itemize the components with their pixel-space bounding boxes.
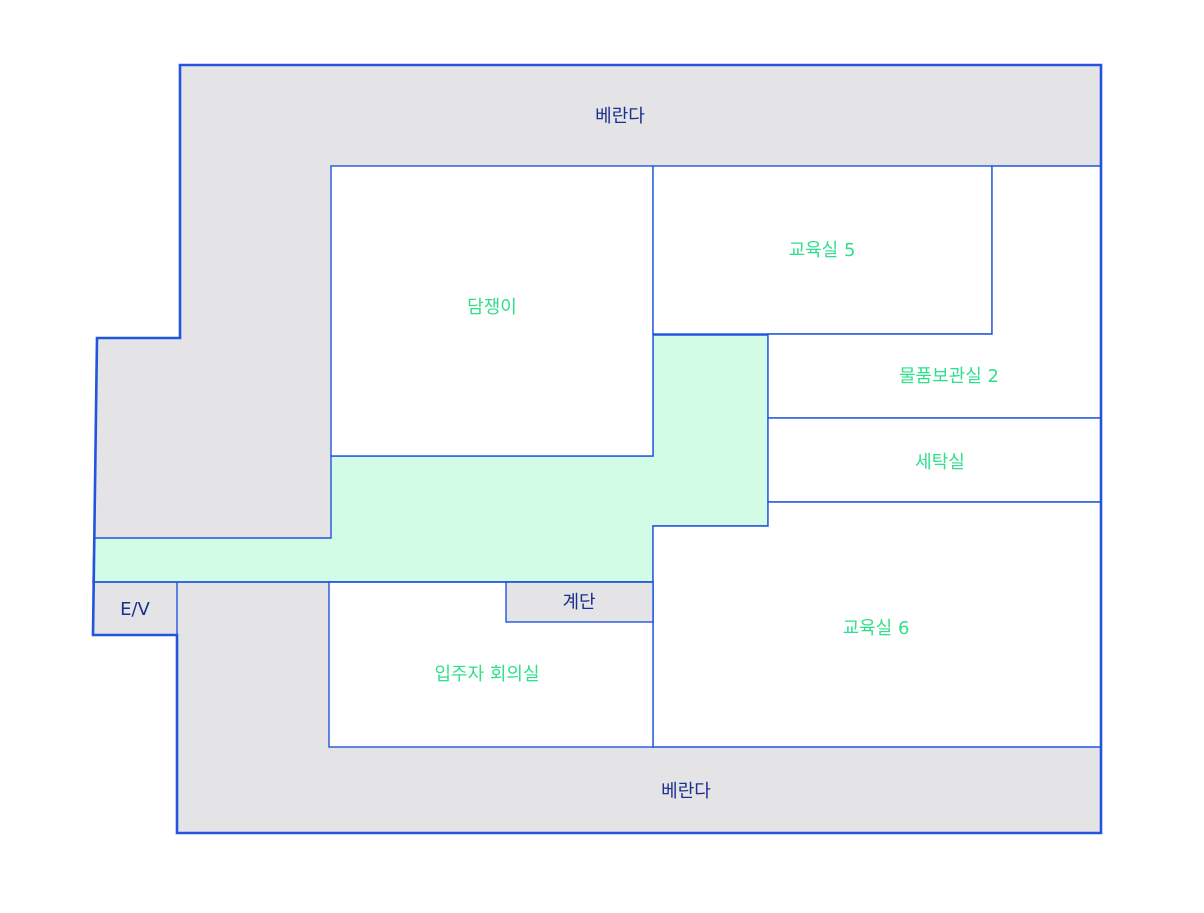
room-storage2-label: 물품보관실 2 (899, 366, 999, 387)
stairs (505, 581, 654, 623)
elevator-label: E/V (120, 599, 150, 620)
room-meeting-label: 입주자 회의실 (434, 664, 539, 685)
room-laundry-label: 세탁실 (915, 452, 965, 473)
room-damjaengi-label: 담쟁이 (467, 297, 517, 318)
stairs-label: 계단 (562, 592, 595, 613)
room-classroom5-label: 교육실 5 (789, 240, 856, 261)
balcony-bottom-label: 베란다 (661, 781, 711, 802)
room-damjaengi[interactable] (330, 165, 654, 457)
room-classroom6-label: 교육실 6 (843, 618, 910, 639)
balcony-top-label: 베란다 (595, 106, 645, 127)
outer-wall (91, 63, 1103, 835)
